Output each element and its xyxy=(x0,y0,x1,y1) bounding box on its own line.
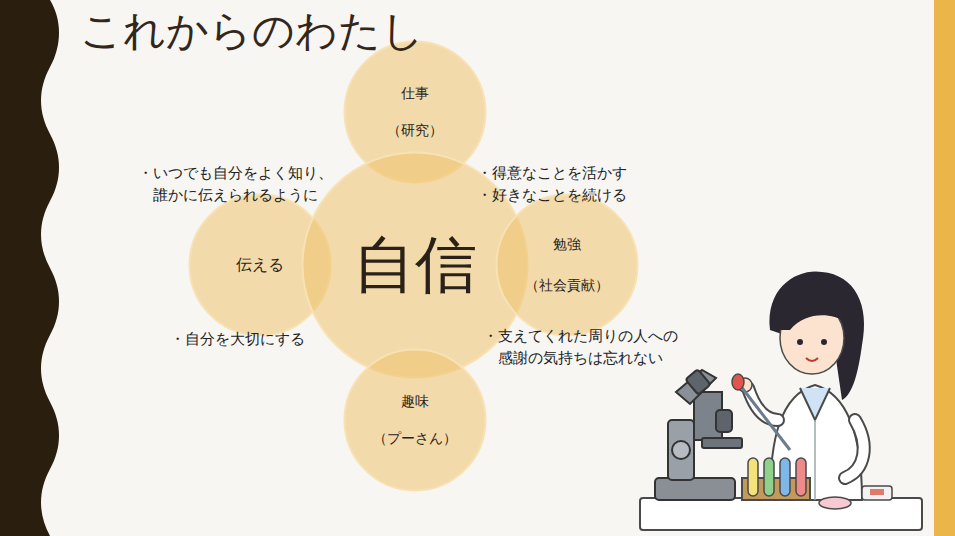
bullet-note: ・いつでも自分をよく知り、 誰かに伝えられるように xyxy=(138,163,343,207)
left-wavy-band xyxy=(0,0,59,536)
node-subtitle: （社会貢献） xyxy=(525,277,609,294)
node-title: 自信 xyxy=(353,231,477,299)
node-title: 仕事 xyxy=(401,85,429,102)
circle-node: 勉強 （社会貢献） xyxy=(495,193,639,337)
circle-node: 趣味 （プーさん） xyxy=(343,348,487,492)
scientist-illustration xyxy=(640,271,922,530)
circle-fill xyxy=(345,350,486,491)
circle-outline xyxy=(495,193,639,337)
bullet-note: ・自分を大切にする xyxy=(170,329,305,351)
bullet-note: ・得意なことを活かす xyxy=(477,163,627,185)
right-gold-band xyxy=(934,0,955,536)
node-subtitle: （研究） xyxy=(387,122,443,139)
node-title: 趣味 xyxy=(401,393,429,410)
node-title: 伝える xyxy=(236,255,284,274)
bullet-note: ・支えてくれた周りの人への 感謝の気持ちは忘れない xyxy=(483,326,688,370)
node-title: 勉強 xyxy=(553,236,581,253)
slide-title: これからのわたし xyxy=(80,6,424,56)
node-subtitle: （プーさん） xyxy=(373,430,457,447)
circle-outline xyxy=(343,348,487,492)
bullet-note: ・好きなことを続ける xyxy=(477,185,627,207)
circle-fill xyxy=(497,195,638,336)
